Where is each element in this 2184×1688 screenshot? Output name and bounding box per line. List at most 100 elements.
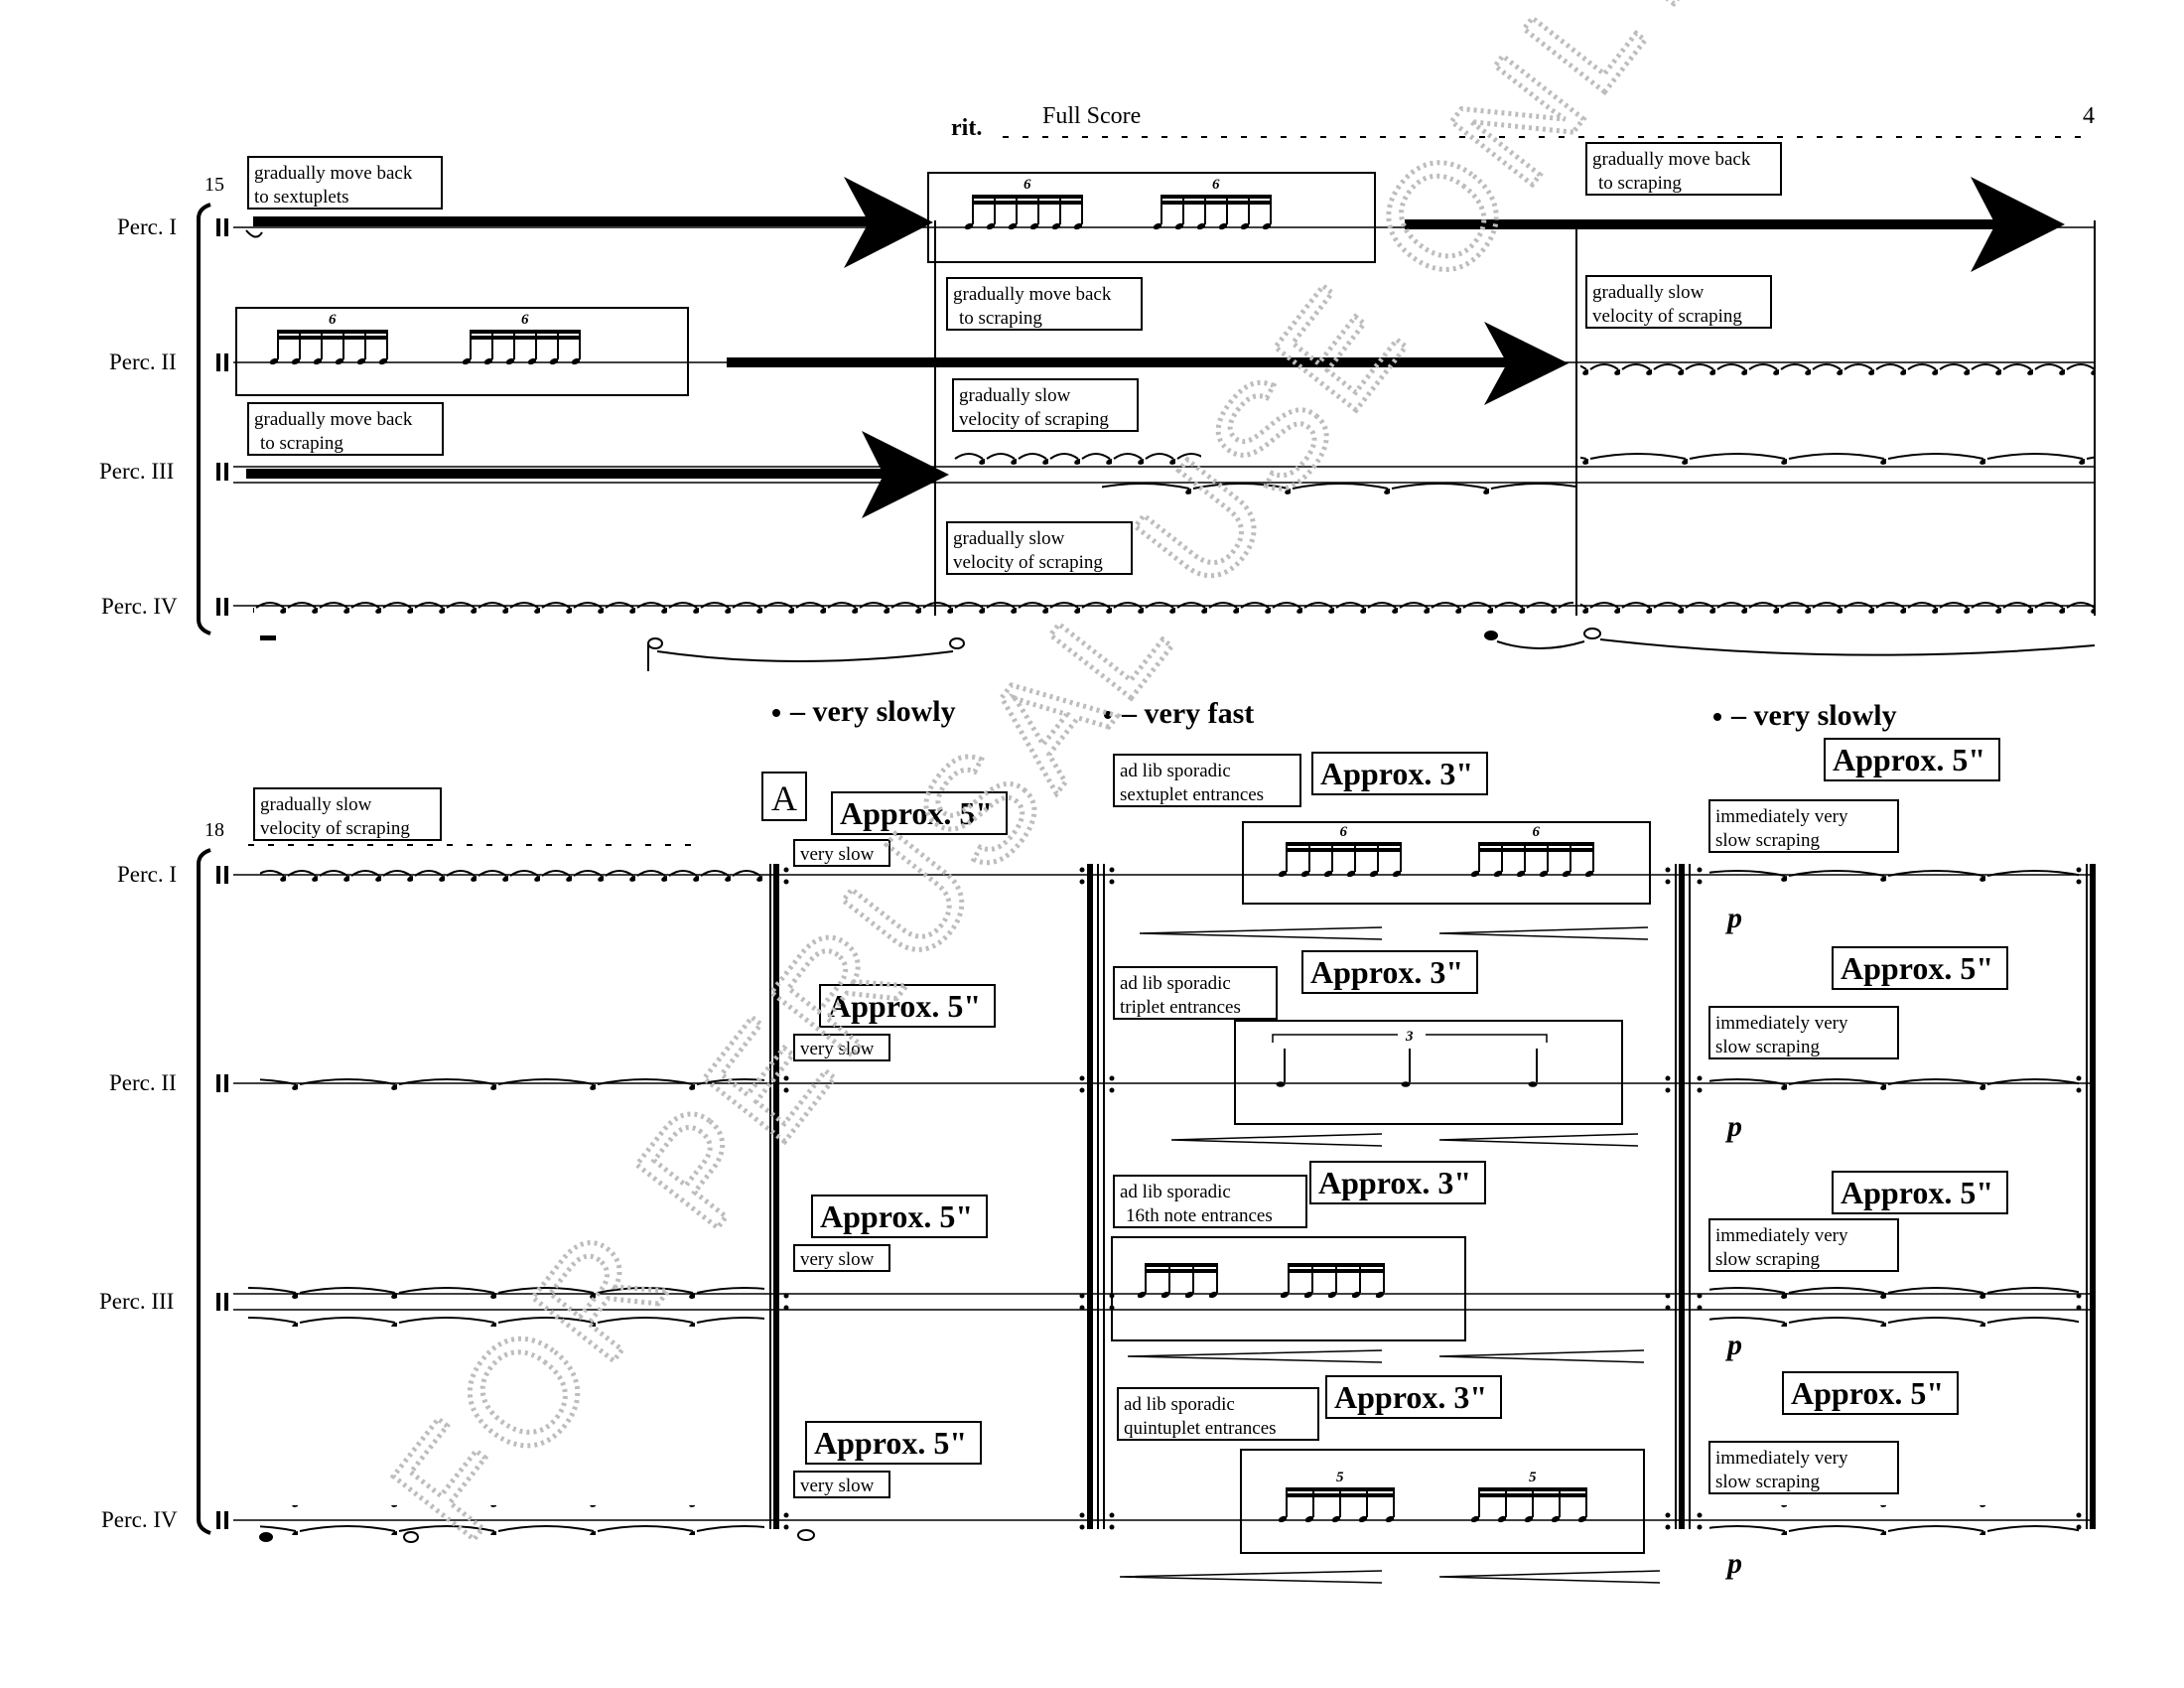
notehead-icon [1331,1515,1341,1523]
scraping-ties [1709,1505,2079,1535]
annotation-line: gradually slow [953,528,1065,549]
annotation-line: slow scraping [1715,1037,1821,1057]
arrow-head-icon [1971,177,2065,272]
scraping-ties [1580,451,2095,481]
notehead-icon [1528,1081,1538,1087]
system-1-annotations: gradually move back to sextuplets gradua… [247,142,1782,575]
notehead-icon [1278,1515,1288,1523]
annotation-line: quintuplet entrances [1124,1418,1277,1439]
rehearsal-mark: A [771,778,797,818]
tuplet-number: 6 [1212,177,1220,193]
tie-mark [245,229,263,238]
instrument-label-perc-2: Perc. II [109,350,177,374]
annotation-line: ad lib sporadic [1120,1182,1231,1202]
notehead-icon [1375,1291,1385,1299]
arrow-shaft [246,469,896,479]
notehead-icon [1278,870,1288,878]
notehead-icon [1276,1081,1286,1087]
page-number: 4 [2083,103,2095,129]
notehead-icon [1577,1515,1587,1523]
arrow-shaft [727,357,1541,367]
annotation-line: slow scraping [1715,1249,1821,1270]
sextuplet-box [927,172,1376,263]
notehead-icon [1524,1515,1534,1523]
system-bracket [197,848,211,1535]
beam [1161,201,1271,205]
scraping-ties [1580,592,2095,622]
watermark: FOR PERUSAL USE ONLY [360,0,1740,1569]
system-2: 18 Perc. I Perc. II Perc. III Perc. IV [99,819,2096,1584]
dynamic-marking: p [1724,1329,1742,1361]
tuplet-number: 3 [1405,1029,1414,1045]
annotation-line: immediately very [1715,1448,1848,1469]
annotation-line: immediately very [1715,1013,1848,1034]
annotation-line: velocity of scraping [260,818,410,839]
approx-duration: Approx. 5" [1791,1375,1944,1411]
approx-duration: Approx. 3" [1320,756,1473,791]
beam [471,330,580,334]
instrument-label-perc-3: Perc. III [99,459,174,484]
instrument-label-perc-3: Perc. III [99,1289,174,1314]
beam [1161,195,1271,199]
tuplet-number: 6 [1340,824,1348,840]
beam [1479,842,1593,846]
scraping-ties [248,1297,764,1327]
beam [471,336,580,340]
tempo-marking: – very fast [1121,697,1254,730]
annotation-line: triplet entrances [1120,997,1241,1018]
notehead-icon [1551,1515,1561,1523]
note-icon [1713,713,1721,721]
approx-duration: Approx. 5" [820,1198,973,1234]
annotation-line: ad lib sporadic [1124,1394,1235,1415]
scraping-ties [248,1269,764,1299]
quarter-note-icon [1484,631,1498,640]
note-icon [772,709,780,717]
notehead-icon [1562,870,1571,878]
notehead-icon [1240,222,1250,230]
notehead-icon [1208,1291,1218,1299]
notehead-icon [483,357,493,365]
notehead-icon [1358,1515,1368,1523]
scraping-ties [1102,471,1576,500]
annotation-line: gradually slow [260,794,372,815]
triplet-box [1234,1020,1623,1125]
measure-number: 18 [205,819,224,841]
score-title: Full Score [1042,103,1141,129]
half-note-icon [949,637,965,649]
whole-note-icon [797,1529,815,1541]
instrument-label-perc-4: Perc. IV [101,594,178,619]
notehead-icon [571,357,581,365]
notehead-icon [964,222,974,230]
tie-mark [1496,640,1585,649]
annotation-line: gradually slow [959,385,1071,406]
very-slow-label: very slow [800,1476,875,1496]
notehead-icon [1369,870,1379,878]
annotation-line: velocity of scraping [959,409,1109,430]
annotation-line: immediately very [1715,806,1848,827]
approx-duration: Approx. 3" [1310,954,1463,990]
approx-duration: Approx. 3" [1318,1165,1471,1200]
notehead-icon [1584,870,1594,878]
notehead-icon [1174,222,1184,230]
notehead-icon [1304,1515,1314,1523]
very-slow-label: very slow [800,1249,875,1270]
notehead-icon [505,357,515,365]
approx-duration: Approx. 5" [1841,950,1993,986]
annotation-line: ad lib sporadic [1120,761,1231,781]
notehead-icon [356,357,366,365]
annotation-line: gradually move back [953,284,1112,305]
sixteenth-box [1111,1236,1466,1341]
scraping-ties [1580,348,2095,377]
notehead-icon [1351,1291,1361,1299]
approx-duration: Approx. 5" [814,1425,967,1461]
annotation-line: slow scraping [1715,830,1821,851]
beam [1287,848,1401,852]
half-note-icon [403,1531,419,1543]
instrument-label-perc-1: Perc. I [117,214,177,239]
arrow-shaft [253,216,888,226]
notehead-icon [269,357,279,365]
beam [278,330,387,334]
notehead-icon [335,357,344,365]
tempo-marking: – very slowly [789,695,956,728]
dynamic-marking: p [1724,902,1742,934]
